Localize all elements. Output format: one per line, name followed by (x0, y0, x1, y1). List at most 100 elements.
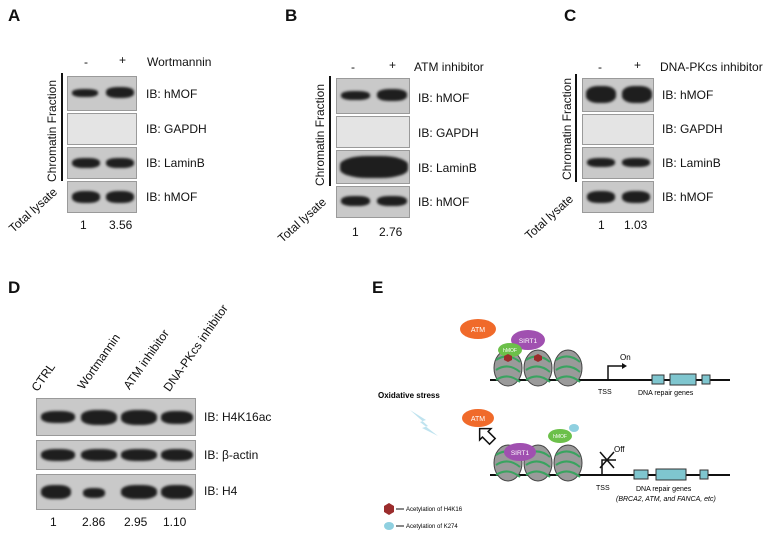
top-tss-text: TSS (598, 389, 612, 396)
panel-a-quant-1: 1 (80, 218, 87, 232)
panel-a-minus: - (84, 55, 88, 69)
top-ac-2 (534, 354, 542, 362)
panel-d-quant-3: 2.95 (124, 515, 148, 529)
panel-c-ib-1: IB: hMOF (662, 88, 714, 102)
panel-a-ib-2: IB: GAPDH (146, 122, 207, 136)
bottom-atm-text: ATM (471, 416, 485, 423)
panel-a-total-label: Total lysate (6, 184, 60, 236)
panel-b-blot-gapdh (336, 116, 410, 148)
panel-a-blot-gapdh (67, 113, 137, 145)
panel-c-ib-3: IB: LaminB (662, 156, 721, 170)
bottom-gene-exon-2 (655, 468, 687, 481)
panel-a-plus: + (119, 53, 127, 67)
bottom-genes-text-2: (BRCA2, ATM, and FANCA, etc) (616, 496, 716, 503)
top-tss-arrow (607, 365, 622, 380)
panel-a-quant-2: 3.56 (109, 218, 133, 232)
panel-b-treatment: ATM inhibitor (414, 60, 484, 74)
panel-b-plus: + (389, 58, 397, 72)
top-atm-shape (460, 319, 496, 339)
top-gene-exon-1 (651, 374, 665, 385)
panel-d-blot-h4 (36, 474, 196, 510)
bottom-tss-text: TSS (596, 485, 610, 492)
panel-c-ib-4: IB: hMOF (662, 190, 714, 204)
panel-a-treatment: Wortmannin (147, 55, 212, 69)
panel-a-blot-total-hmof (67, 181, 137, 213)
top-nucleosome-2 (523, 349, 553, 387)
panel-d-quant-2: 2.86 (82, 515, 106, 529)
off-cross-icon (599, 451, 615, 469)
bottom-atm-shape (462, 409, 494, 427)
bottom-hmof-text: hMOF (553, 434, 567, 440)
panel-c-blot-gapdh (582, 114, 654, 145)
panel-a-ib-3: IB: LaminB (146, 156, 205, 170)
panel-a-blot-laminb (67, 147, 137, 179)
bottom-nucleosome-3 (553, 444, 583, 482)
panel-e-label: E (372, 278, 384, 297)
panel-b-ib-3: IB: LaminB (418, 161, 477, 175)
panel-a-label: A (8, 6, 21, 25)
panel-d-ib-2: IB: β-actin (204, 448, 259, 462)
lightning-icon (410, 410, 438, 436)
panel-d-quant-1: 1 (50, 515, 57, 529)
bottom-gene-exon-1 (633, 469, 649, 480)
top-genes-text: DNA repair genes (638, 390, 694, 397)
panel-c-blot-total-hmof (582, 181, 654, 213)
top-hmof-shape (498, 343, 522, 357)
legend-h4k16-text: Acetylation of H4K16 (406, 507, 463, 513)
top-hmof-text: hMOF (503, 348, 517, 354)
top-atm-text: ATM (471, 327, 485, 334)
top-sirt1-text: SIRT1 (519, 338, 538, 345)
panel-c-total-label: Total lysate (522, 191, 576, 243)
bottom-off-text: Off (614, 445, 625, 454)
panel-e-diagram: ATM SIRT1 hMOF On TSS DNA repair genes O… (378, 319, 730, 530)
panel-a-ib-1: IB: hMOF (146, 87, 198, 101)
top-ac-1 (504, 354, 512, 362)
panel-c-treatment: DNA-PKcs inhibitor (660, 60, 763, 74)
panel-d-lane-2: Wortmannin (74, 331, 123, 392)
panel-d-label: D (8, 278, 21, 297)
panel-a-ib-4: IB: hMOF (146, 190, 198, 204)
top-gene-exon-3 (701, 374, 711, 385)
panel-c-blot-laminb (582, 147, 654, 179)
panel-d-blot-h4k16ac (36, 398, 196, 436)
panel-d-ib-1: IB: H4K16ac (204, 410, 272, 424)
panel-b-blot-laminb (336, 150, 410, 184)
panel-c-label: C (564, 6, 577, 25)
panel-c-quant-2: 1.03 (624, 218, 648, 232)
bottom-gene-exon-3 (699, 469, 709, 480)
bottom-sirt1-text: SIRT1 (511, 450, 530, 457)
legend-h4k16-icon (384, 503, 394, 515)
panel-b-bracket (329, 76, 331, 186)
panel-b-ib-2: IB: GAPDH (418, 126, 479, 140)
panel-b-label: B (285, 6, 298, 25)
top-gene-exon-2 (669, 373, 697, 386)
panel-d-quant-4: 1.10 (163, 515, 187, 529)
panel-c-chromatin-label: Chromatin Fraction (560, 77, 574, 180)
panel-d-blot-actin (36, 440, 196, 470)
panel-c-blot-hmof (582, 78, 654, 112)
panel-b-ib-4: IB: hMOF (418, 195, 470, 209)
legend-k274-text: Acetylation of K274 (406, 524, 458, 530)
panel-a-chromatin-label: Chromatin Fraction (45, 79, 59, 182)
panel-c-quant-1: 1 (598, 218, 605, 232)
panel-a-bracket (61, 73, 63, 181)
down-arrow-icon (478, 427, 497, 446)
bottom-k274-ac (569, 424, 579, 432)
bottom-hmof-shape (548, 429, 572, 443)
panel-b-blot-total-hmof (336, 186, 410, 218)
panel-c-plus: + (634, 58, 642, 72)
panel-c-bracket (575, 74, 577, 182)
oxidative-stress-text: Oxidative stress (378, 391, 440, 400)
legend-k274-icon (384, 522, 394, 530)
top-sirt1-shape (511, 330, 545, 350)
panel-b-quant-2: 2.76 (379, 225, 403, 239)
bottom-sirt1-shape (504, 443, 536, 461)
panel-d-lane-1: CTRL (28, 360, 58, 394)
panel-c-minus: - (598, 60, 602, 74)
panel-a-blot-hmof (67, 76, 137, 111)
panel-d-lane-4: DNA-PKcs inhibitor (160, 301, 231, 394)
panel-b-blot-hmof (336, 78, 410, 114)
panel-b-total-label: Total lysate (275, 194, 329, 246)
top-on-text: On (620, 353, 631, 362)
panel-b-minus: - (351, 60, 355, 74)
